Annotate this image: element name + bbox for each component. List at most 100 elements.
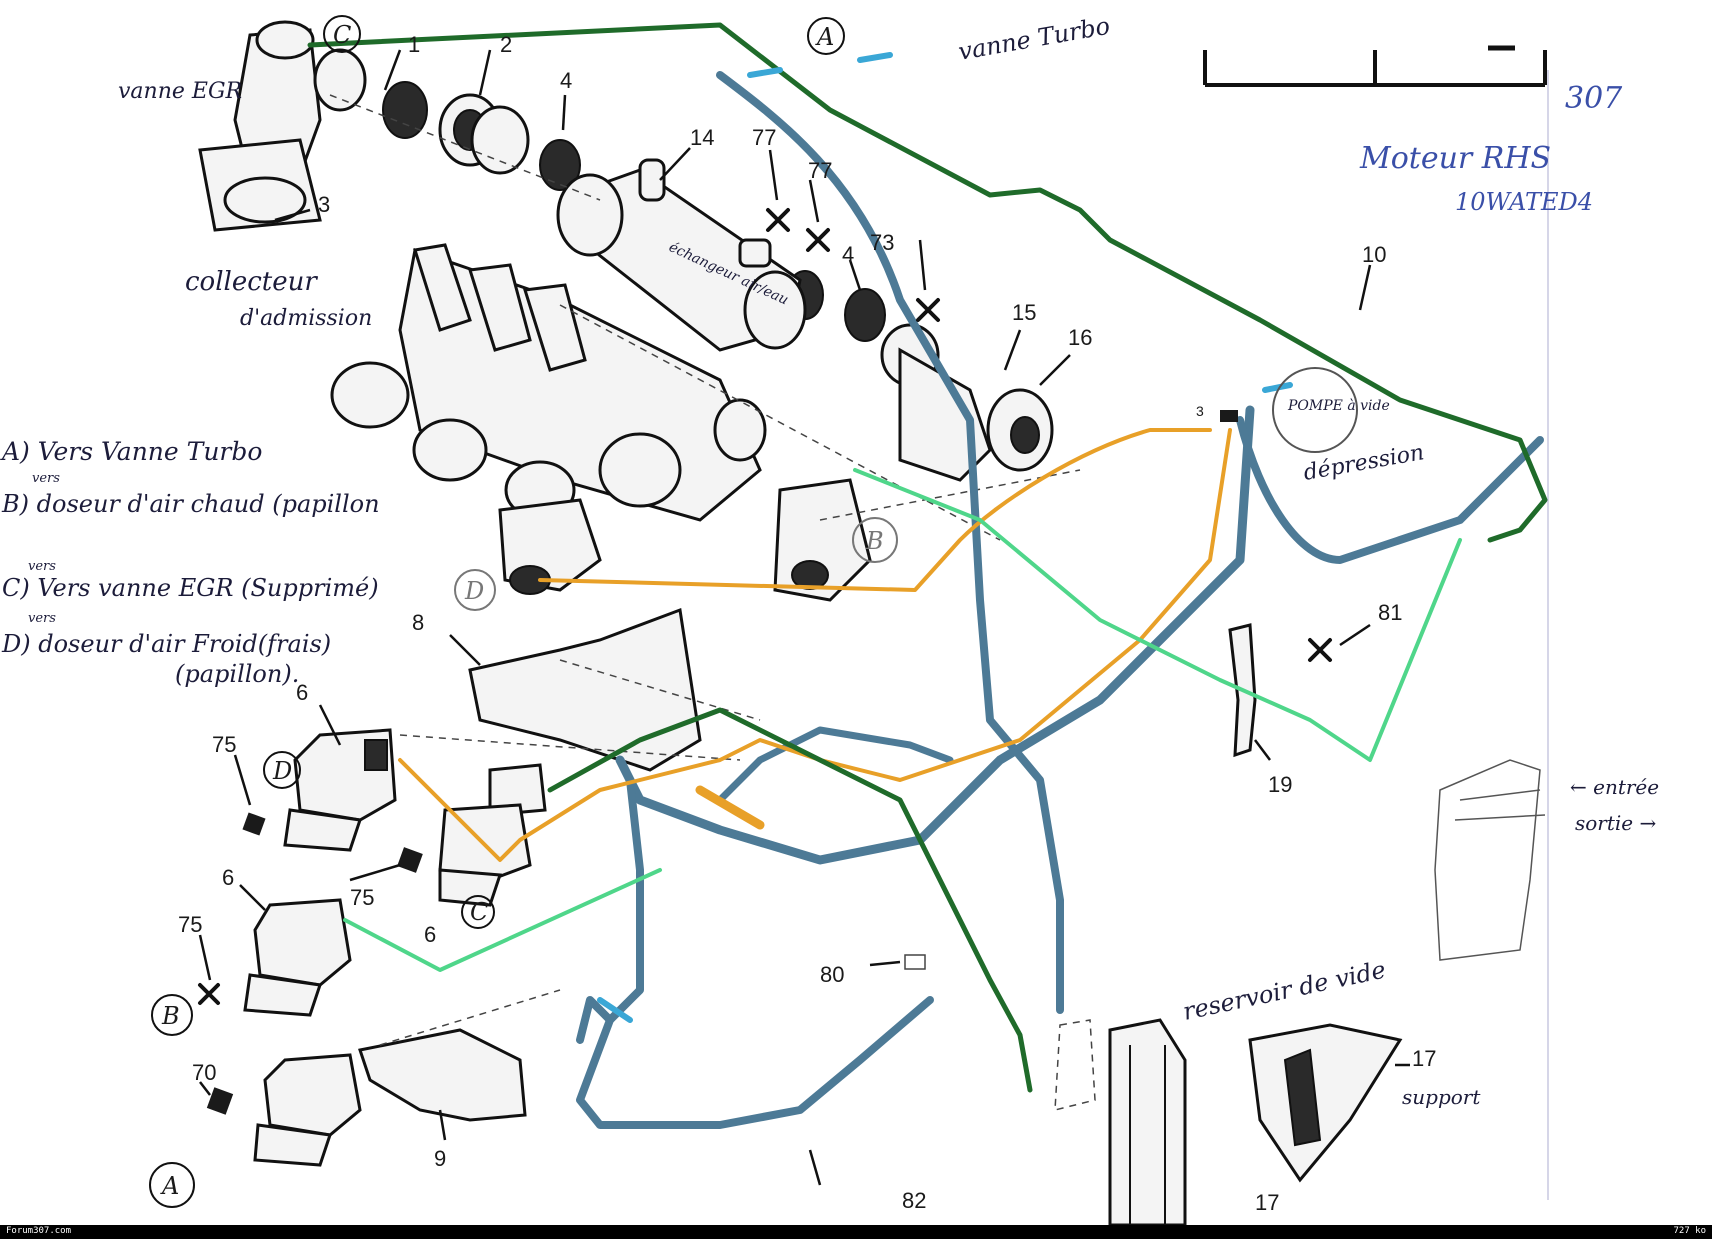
circle-letter-left-b: B xyxy=(151,994,193,1036)
callout-10: 10 xyxy=(1362,242,1386,267)
solenoid-valve-a xyxy=(253,1053,362,1167)
vacuum-reservoir-part xyxy=(1108,1018,1187,1225)
annotation-vanne-egr: vanne EGR xyxy=(118,79,242,104)
footer-bar: Forum307.com 727 ko xyxy=(0,1225,1712,1239)
circle-letter-left-a: A xyxy=(149,1162,195,1208)
callout-6-b: 6 xyxy=(424,922,436,947)
reservoir-bracket-outline xyxy=(1054,1019,1096,1111)
annotation-depression: dépression xyxy=(1302,440,1426,486)
callout-numbers: 1 2 4 3 14 77 77 73 4 15 16 10 3 8 81 19… xyxy=(178,32,1436,1215)
connectors xyxy=(206,410,1238,1115)
circle-letter-left-c: C xyxy=(461,895,495,929)
callout-75-b: 75 xyxy=(350,885,374,910)
callout-14: 14 xyxy=(690,125,714,150)
bracket-9-part xyxy=(358,1028,527,1122)
annotation-support: support xyxy=(1402,1085,1481,1109)
bracket-8-part xyxy=(468,607,702,772)
hose-green-light xyxy=(343,468,1462,972)
svg-text:C: C xyxy=(470,898,488,926)
callout-19: 19 xyxy=(1268,772,1292,797)
callout-8: 8 xyxy=(412,610,424,635)
svg-text:A: A xyxy=(815,23,834,51)
callout-4-mid: 4 xyxy=(842,242,854,267)
callout-77-b: 77 xyxy=(808,158,832,183)
callout-3-pump: 3 xyxy=(1196,403,1204,419)
svg-text:D: D xyxy=(464,577,484,605)
svg-text:C: C xyxy=(333,21,351,49)
footer-size: 727 ko xyxy=(1673,1226,1706,1236)
engine-model: 307 xyxy=(1565,81,1623,116)
legend-a: A) Vers Vanne Turbo xyxy=(0,437,262,466)
outlet-pipe-part xyxy=(898,347,1054,482)
legend: A) Vers Vanne Turbo vers B) doseur d'air… xyxy=(0,437,380,688)
svg-text:B: B xyxy=(865,527,884,555)
check-valve-sketch xyxy=(1434,759,1546,961)
circle-letter-mid-b: B xyxy=(852,517,898,563)
callout-82: 82 xyxy=(902,1188,926,1213)
part-80-marker xyxy=(904,954,926,970)
callout-9: 9 xyxy=(434,1146,446,1171)
callout-4-top: 4 xyxy=(560,68,572,93)
annotation-vanne-turbo: vanne Turbo xyxy=(956,12,1112,66)
intercooler-part xyxy=(556,158,807,352)
callout-17: 17 xyxy=(1412,1046,1436,1071)
callout-81: 81 xyxy=(1378,600,1402,625)
engine-info: 307 Moteur RHS 10WATED4 xyxy=(1359,81,1623,216)
circle-letter-top-a: A xyxy=(807,17,845,55)
pump-text: POMPE à vide xyxy=(1287,398,1390,414)
annotation-entree: ← entrée xyxy=(1570,775,1659,799)
svg-text:B: B xyxy=(161,1002,180,1030)
solenoid-valve-b xyxy=(243,898,352,1017)
annotation-admission: d'admission xyxy=(240,306,372,331)
circled-letters: C A B D D C B A xyxy=(149,15,898,1208)
legend-d: D) doseur d'air Froid(frais) xyxy=(1,630,331,658)
callout-75-a: 75 xyxy=(212,732,236,757)
intake-manifold-part xyxy=(330,243,767,522)
callout-80: 80 xyxy=(820,962,844,987)
legend-d-vers: vers xyxy=(28,611,56,626)
circle-letter-top-c: C xyxy=(323,15,361,53)
support-17-part xyxy=(1248,1023,1403,1183)
legend-c: C) Vers vanne EGR (Supprimé) xyxy=(2,574,379,602)
callout-3-top: 3 xyxy=(318,192,330,217)
engine-label: Moteur RHS xyxy=(1359,141,1551,176)
callout-16: 16 xyxy=(1068,325,1092,350)
callout-15: 15 xyxy=(1012,300,1036,325)
assembly-lines xyxy=(329,94,1081,1046)
legend-d2: (papillon). xyxy=(175,660,299,688)
throttle-bodies-part xyxy=(498,478,872,602)
rings-row xyxy=(382,81,940,387)
cross-marks xyxy=(198,208,1332,1005)
callout-17-b: 17 xyxy=(1255,1190,1279,1215)
circle-letter-mid-d: D xyxy=(454,569,496,611)
callout-6-c: 6 xyxy=(222,865,234,890)
svg-text:A: A xyxy=(160,1172,179,1200)
hose-green-dark xyxy=(307,22,1548,1093)
callout-73: 73 xyxy=(870,230,894,255)
scale-bar xyxy=(1203,45,1547,87)
engine-code: 10WATED4 xyxy=(1455,188,1593,216)
vacuum-pump-label: POMPE à vide xyxy=(1272,367,1390,453)
solenoid-valve-d xyxy=(283,728,397,852)
callout-6-a: 6 xyxy=(296,680,308,705)
hoses-blue xyxy=(576,71,1544,1129)
callout-77-a: 77 xyxy=(752,125,776,150)
hose-cyan-tips xyxy=(597,52,1293,1023)
legend-b: B) doseur d'air chaud (papillon xyxy=(1,490,380,518)
callout-1: 1 xyxy=(408,32,420,57)
hose-orange xyxy=(398,428,1232,862)
callout-2: 2 xyxy=(500,32,512,57)
legend-c-vers: vers xyxy=(28,559,56,574)
egr-valve-part xyxy=(198,20,367,232)
legend-b-vers: vers xyxy=(32,471,60,486)
annotation-collecteur: collecteur xyxy=(185,267,318,297)
annotation-sortie: sortie → xyxy=(1575,811,1656,835)
annotation-reservoir: reservoir de vide xyxy=(1180,956,1388,1026)
svg-text:D: D xyxy=(272,757,292,785)
callout-75-c: 75 xyxy=(178,912,202,937)
leader-lines xyxy=(198,49,1410,1186)
circle-letter-left-d: D xyxy=(263,751,301,789)
handwritten-annotations: vanne EGR collecteur d'admission échange… xyxy=(118,12,1659,1109)
